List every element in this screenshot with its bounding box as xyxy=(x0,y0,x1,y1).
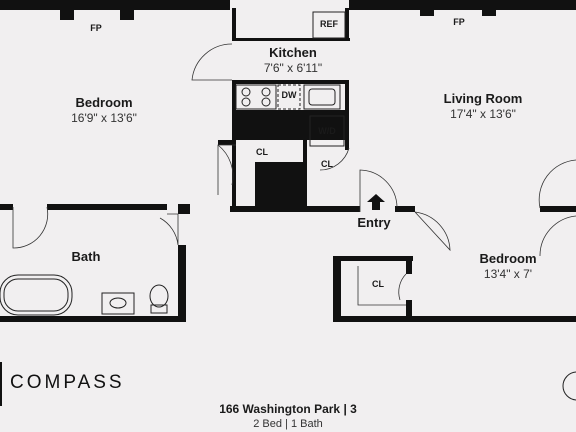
refrigerator-label: REF xyxy=(320,19,338,29)
room-kitchen: Kitchen 7'6" x 6'11" xyxy=(248,46,338,74)
fixtures xyxy=(0,11,576,401)
closet-label: CL xyxy=(372,279,384,289)
room-dims: 17'4" x 13'6" xyxy=(450,107,516,121)
room-bedroom-left: Bedroom 16'9" x 13'6" xyxy=(66,96,142,124)
room-bath: Bath xyxy=(66,250,106,263)
entry-arrow-icon xyxy=(367,194,385,210)
room-bedroom-right: Bedroom 13'4" x 7' xyxy=(474,252,542,280)
closet-label: CL xyxy=(321,159,333,169)
fireplace-label: FP xyxy=(453,17,465,27)
logo-divider xyxy=(0,362,2,406)
compass-logo: COMPASS xyxy=(10,372,125,393)
room-living: Living Room 17'4" x 13'6" xyxy=(436,92,530,120)
room-entry: Entry xyxy=(357,215,391,230)
closet-label: CL xyxy=(256,147,268,157)
room-name: Bath xyxy=(71,249,101,264)
listing-address: 166 Washington Park | 3 xyxy=(219,402,357,416)
room-name: Bedroom xyxy=(75,95,133,110)
room-dims: 7'6" x 6'11" xyxy=(263,61,323,75)
listing-summary: 2 Bed | 1 Bath xyxy=(253,418,323,430)
room-name: Living Room xyxy=(443,91,523,106)
room-dims: 16'9" x 13'6" xyxy=(71,111,137,125)
room-name: Kitchen xyxy=(269,45,317,60)
room-name: Bedroom xyxy=(479,251,537,266)
room-dims: 13'4" x 7' xyxy=(483,267,533,281)
fireplace-label: FP xyxy=(90,23,102,33)
doors xyxy=(12,43,576,306)
dishwasher-label: DW xyxy=(281,90,297,100)
walls xyxy=(0,0,576,322)
washer-dryer-label: W/D xyxy=(318,126,336,136)
